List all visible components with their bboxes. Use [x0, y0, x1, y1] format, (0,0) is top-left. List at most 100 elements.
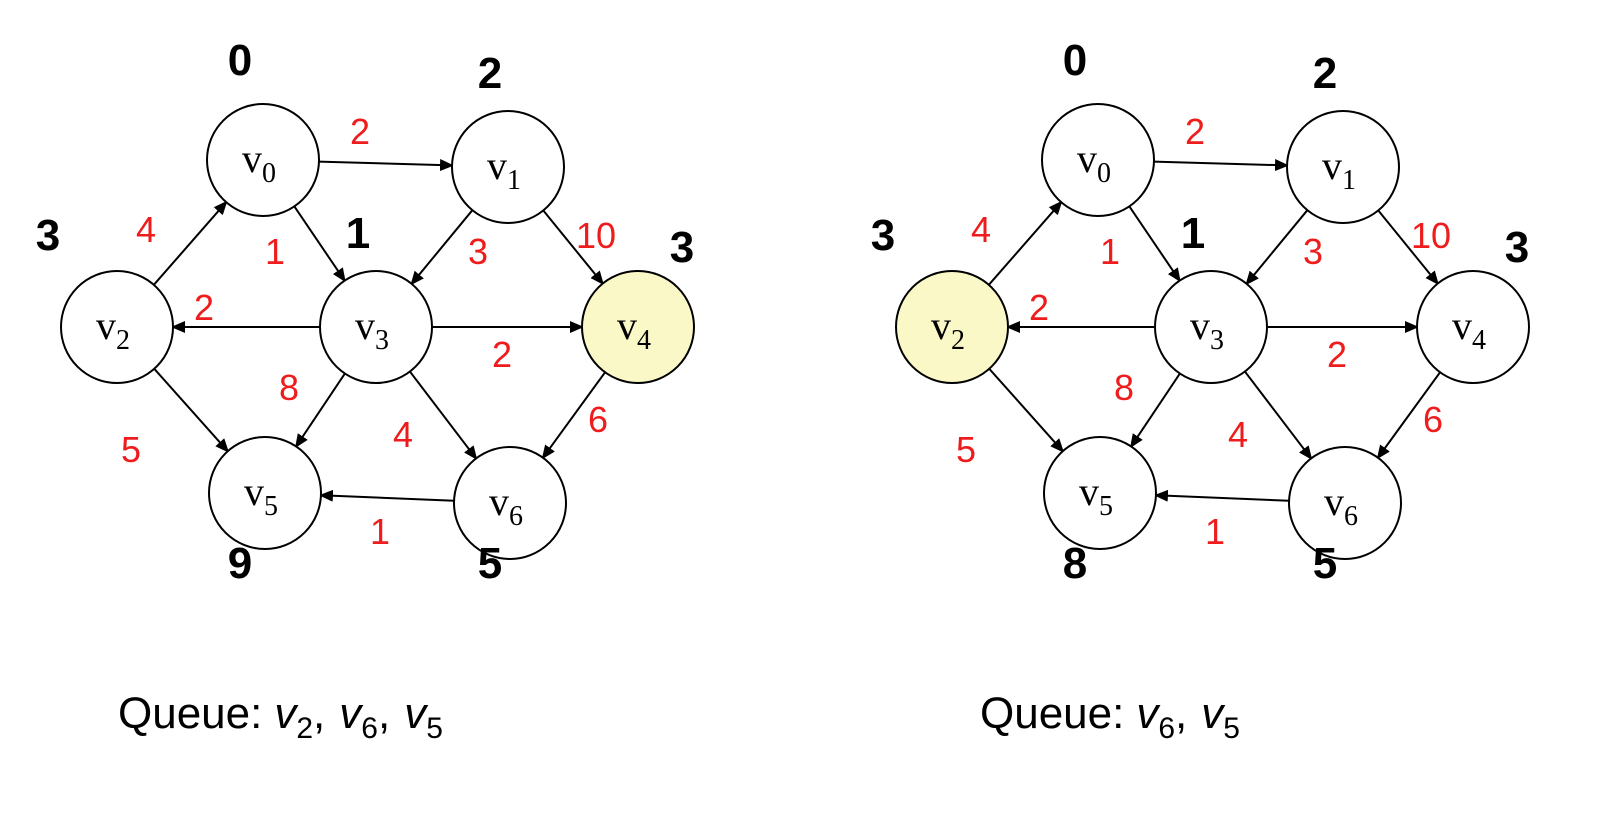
- node-letter: v: [1079, 469, 1099, 514]
- node-circle-v4: [581, 270, 695, 384]
- distance-label-v2: 3: [871, 211, 895, 260]
- node-subscript: 0: [1097, 158, 1111, 189]
- node-v1: v1: [451, 110, 565, 224]
- edge-v3-v5: [1130, 372, 1181, 449]
- queue-item-subscript: 6: [361, 712, 378, 745]
- node-circle-v4: [1416, 270, 1530, 384]
- edge-v4-v6: [541, 371, 606, 460]
- node-v4: v4: [581, 270, 695, 384]
- node-circle-v6: [1288, 446, 1402, 560]
- distance-label-v4: 3: [670, 223, 694, 272]
- node-letter: v: [487, 143, 507, 188]
- node-v0: v0: [1041, 103, 1155, 217]
- node-letter: v: [355, 303, 375, 348]
- edge-weight-v2-v5: 5: [121, 429, 141, 470]
- edge-v4-v6: [1376, 371, 1441, 460]
- node-circle-v2: [60, 270, 174, 384]
- edge-weight-v2-v5: 5: [956, 429, 976, 470]
- node-label-v5: v5: [244, 469, 278, 522]
- distance-label-v1: 2: [1313, 49, 1337, 98]
- edge-v1-v3: [1245, 209, 1309, 286]
- node-v1: v1: [1286, 110, 1400, 224]
- node-v2: v2: [60, 270, 174, 384]
- node-v5: v5: [1043, 436, 1157, 550]
- edge-weight-v3-v2: 2: [194, 287, 214, 328]
- edge-weight-v0-v1: 2: [1185, 111, 1205, 152]
- edge-v2-v5: [153, 368, 230, 453]
- node-v6: v6: [1288, 446, 1402, 560]
- distance-label-v0: 0: [228, 36, 252, 85]
- edge-weight-v0-v3: 1: [1100, 231, 1120, 272]
- node-subscript: 2: [951, 325, 965, 356]
- node-label-v4: v4: [617, 303, 651, 356]
- node-letter: v: [1077, 136, 1097, 181]
- distance-label-v5: 9: [228, 539, 252, 588]
- distance-label-v4: 3: [1505, 223, 1529, 272]
- queue-item-subscript: 2: [296, 712, 313, 745]
- node-subscript: 3: [375, 325, 389, 356]
- node-label-v2: v2: [931, 303, 965, 356]
- node-subscript: 6: [1344, 501, 1358, 532]
- node-label-v6: v6: [489, 479, 523, 532]
- node-letter: v: [244, 469, 264, 514]
- node-subscript: 3: [1210, 325, 1224, 356]
- node-letter: v: [1190, 303, 1210, 348]
- node-circle-v5: [208, 436, 322, 550]
- edge-weight-v3-v5: 8: [279, 367, 299, 408]
- node-subscript: 1: [1342, 165, 1356, 196]
- distance-label-v3: 1: [1181, 209, 1205, 258]
- distance-label-v2: 3: [36, 211, 60, 260]
- edge-v3-v5: [295, 372, 346, 449]
- edge-v6-v5: [1153, 489, 1290, 502]
- node-v0: v0: [206, 103, 320, 217]
- queue-item-subscript: 5: [426, 712, 443, 745]
- edge-v1-v3: [410, 209, 474, 286]
- node-label-v0: v0: [1077, 136, 1111, 189]
- edge-v3-v6: [1244, 370, 1313, 461]
- edge-v0-v1: [1153, 159, 1290, 172]
- node-circle-v6: [453, 446, 567, 560]
- node-label-v6: v6: [1324, 479, 1358, 532]
- node-circle-v2: [895, 270, 1009, 384]
- node-subscript: 2: [116, 325, 130, 356]
- node-label-v4: v4: [1452, 303, 1486, 356]
- edge-v0-v3: [293, 205, 346, 283]
- node-letter: v: [489, 479, 509, 524]
- node-letter: v: [242, 136, 262, 181]
- distance-label-v6: 5: [478, 539, 502, 588]
- node-label-v3: v3: [355, 303, 389, 356]
- edge-weight-v3-v5: 8: [1114, 367, 1134, 408]
- edge-weight-v1-v4: 10: [1411, 215, 1451, 256]
- distance-label-v1: 2: [478, 49, 502, 98]
- edge-weight-v1-v3: 3: [468, 231, 488, 272]
- node-circle-v1: [1286, 110, 1400, 224]
- queue-item-subscript: 6: [1158, 712, 1175, 745]
- edge-v0-v3: [1128, 205, 1181, 283]
- node-circle-v3: [319, 270, 433, 384]
- node-v3: v3: [1154, 270, 1268, 384]
- edge-weight-v3-v6: 4: [393, 414, 413, 455]
- node-subscript: 5: [1099, 491, 1113, 522]
- node-circle-v0: [206, 103, 320, 217]
- edge-weight-v4-v6: 6: [588, 399, 608, 440]
- queue-item-subscript: 5: [1223, 712, 1240, 745]
- distance-label-v5: 8: [1063, 539, 1087, 588]
- node-circle-v5: [1043, 436, 1157, 550]
- node-label-v1: v1: [487, 143, 521, 196]
- queue-item-v5: v: [1201, 689, 1226, 738]
- node-subscript: 1: [507, 165, 521, 196]
- edge-weight-v3-v6: 4: [1228, 414, 1248, 455]
- edge-v2-v0: [153, 200, 228, 286]
- queue-label: Queue:: [118, 689, 262, 738]
- node-subscript: 4: [637, 325, 651, 356]
- edge-v2-v0: [988, 200, 1063, 286]
- edge-v1-v4: [542, 209, 604, 286]
- node-v6: v6: [453, 446, 567, 560]
- node-letter: v: [1452, 303, 1472, 348]
- node-letter: v: [1322, 143, 1342, 188]
- edge-weight-v6-v5: 1: [370, 511, 390, 552]
- distance-label-v6: 5: [1313, 539, 1337, 588]
- edge-v3-v6: [409, 370, 478, 461]
